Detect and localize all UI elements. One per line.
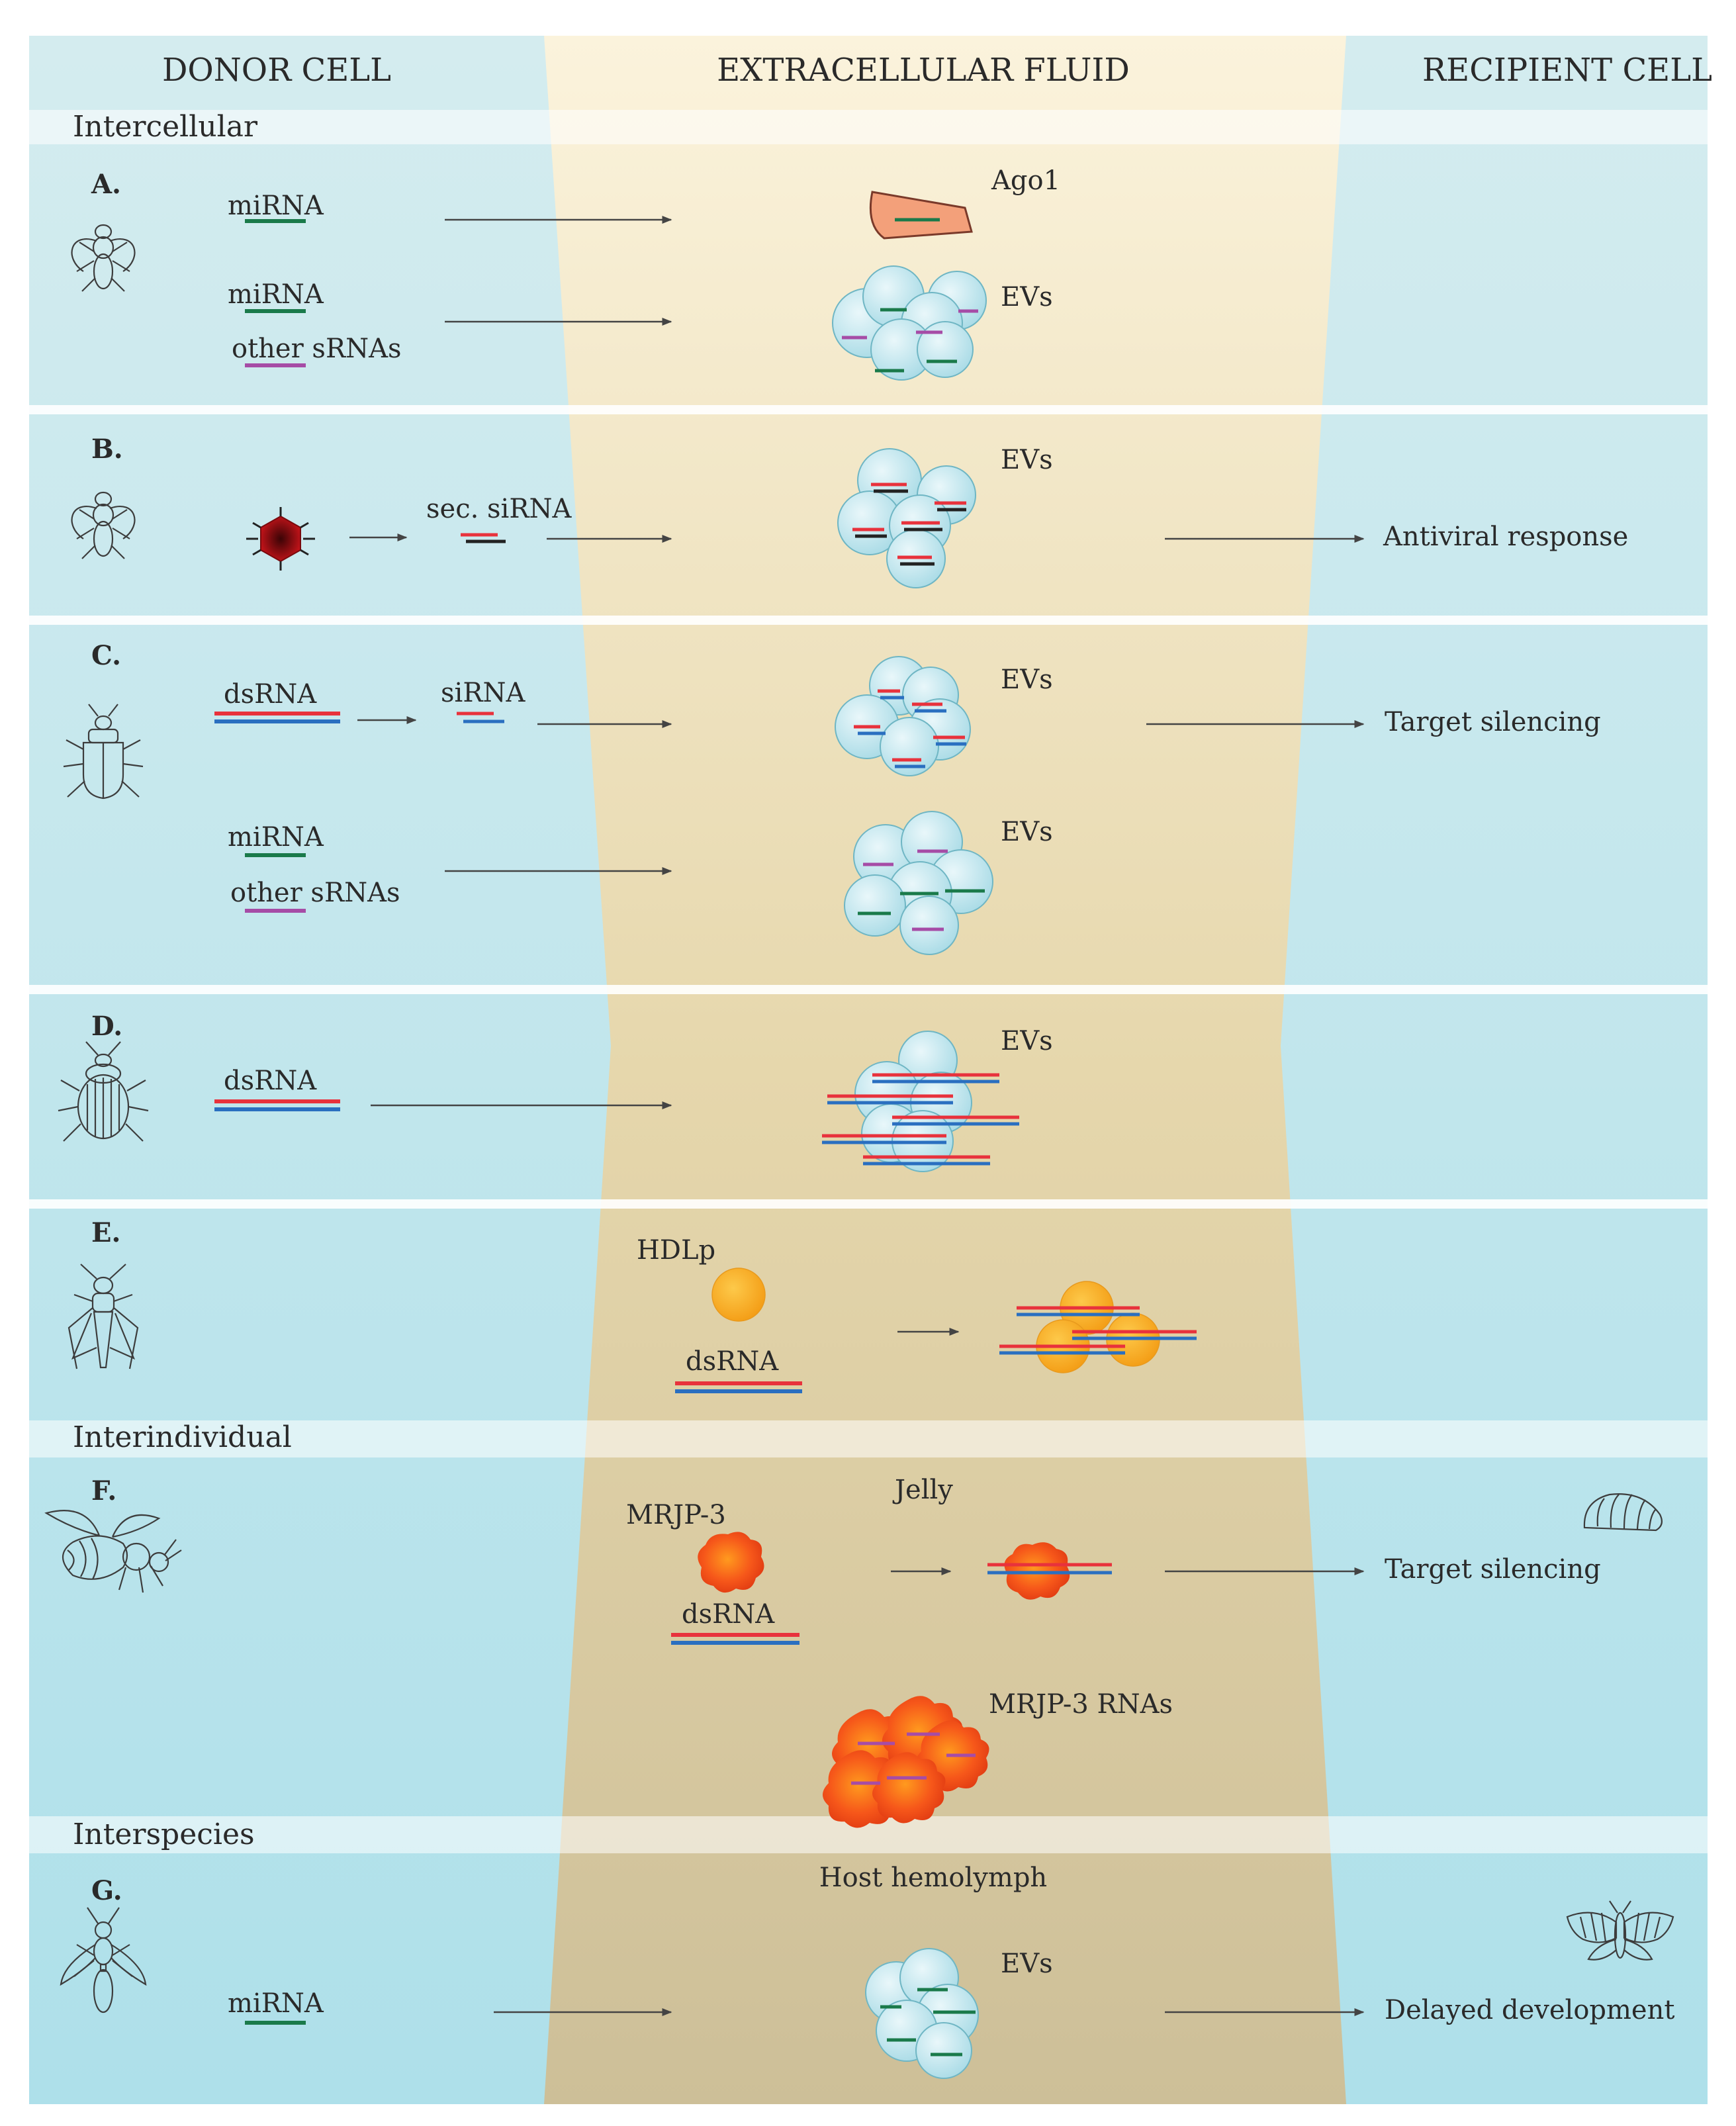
hdlp-dsrna-complex — [999, 1281, 1197, 1373]
panel-letter-f: F. — [91, 1475, 116, 1506]
dsrna-duplex — [214, 1099, 340, 1111]
panel-g-host-hemolymph-label: Host hemolymph — [819, 1863, 1047, 1893]
category-bands — [29, 110, 1708, 1853]
sec-sirna-duplex — [461, 533, 506, 543]
panel-d-evs-label: EVs — [1001, 1026, 1053, 1056]
panel-c-sirna-label: siRNA — [441, 678, 525, 708]
mrjp3-protein — [698, 1532, 764, 1593]
panel-letter-g: G. — [91, 1875, 122, 1906]
panel-f-jelly-label: Jelly — [892, 1475, 953, 1505]
panel-f-mrjp3-rnas-label: MRJP-3 RNAs — [989, 1689, 1173, 1720]
panel-c-evs-label-1: EVs — [1001, 665, 1053, 695]
panel-c-dsrna-label: dsRNA — [224, 679, 317, 710]
striped-beetle-icon — [58, 1041, 149, 1142]
honeybee-icon — [44, 1510, 182, 1593]
panel-e-hdlp-label: HDLp — [637, 1235, 715, 1266]
panel-letter-e: E. — [91, 1217, 120, 1248]
locust-icon — [68, 1264, 139, 1369]
panel-g-evs-label: EVs — [1001, 1949, 1053, 1979]
bee-larva-icon — [1583, 1493, 1663, 1532]
panel-b-sec-sirna-label: sec. siRNA — [426, 494, 572, 524]
panel-b-evs-label: EVs — [1001, 445, 1053, 475]
panel-letter-b: B. — [91, 434, 123, 465]
panel-c-outcome-label: Target silencing — [1385, 707, 1601, 737]
panel-b-outcome-label: Antiviral response — [1383, 522, 1628, 552]
header-recipient-cell: RECIPIENT CELL — [1422, 52, 1712, 89]
panel-a-ago1-label: Ago1 — [991, 165, 1060, 196]
panel-g-mirna-label: miRNA — [228, 1988, 324, 2019]
panel-e-dsrna-label: dsRNA — [686, 1346, 779, 1377]
panel-separators — [29, 405, 1708, 1209]
ev-cluster — [844, 811, 993, 955]
panel-c-mirna-label: miRNA — [228, 822, 324, 853]
fruit-fly-icon — [71, 224, 136, 292]
ev-cluster — [865, 1948, 979, 2079]
panel-letter-c: C. — [91, 640, 121, 671]
moth-icon — [1566, 1900, 1674, 1961]
panel-a-mirna-label-2: miRNA — [228, 279, 324, 310]
panel-letter-d: D. — [91, 1011, 122, 1042]
ev-cluster — [832, 265, 987, 381]
mrjp3-dsrna-complex — [987, 1542, 1112, 1600]
panel-f-outcome-label: Target silencing — [1385, 1554, 1601, 1585]
panel-f-mrjp3-label: MRJP-3 — [626, 1500, 726, 1530]
dsrna-duplex — [214, 712, 340, 723]
header-extracellular-fluid: EXTRACELLULAR FLUID — [717, 52, 1130, 89]
category-interindividual: Interindividual — [73, 1420, 292, 1454]
header-donor-cell: DONOR CELL — [162, 52, 391, 89]
ev-cluster — [837, 448, 976, 588]
dsrna-duplex — [671, 1633, 799, 1645]
beetle-icon — [63, 704, 144, 800]
mrjp3-rna-aggregate — [823, 1696, 989, 1828]
panel-d-dsrna-label: dsRNA — [224, 1066, 317, 1096]
ev-cluster-with-dsrna — [822, 1031, 1019, 1172]
category-intercellular: Intercellular — [73, 110, 258, 144]
fruit-fly-icon — [71, 491, 136, 559]
ev-cluster — [835, 656, 971, 776]
virus-icon — [246, 507, 315, 571]
panel-f-dsrna-label: dsRNA — [682, 1599, 775, 1630]
sirna-duplex — [457, 712, 504, 723]
panel-g-outcome-label: Delayed development — [1385, 1995, 1674, 2025]
ago1-protein — [869, 191, 973, 240]
panel-letter-a: A. — [91, 169, 121, 200]
category-interspecies: Interspecies — [73, 1818, 255, 1851]
panel-a-mirna-label-1: miRNA — [228, 191, 324, 221]
dsrna-duplex — [675, 1381, 802, 1393]
panel-c-evs-label-2: EVs — [1001, 817, 1053, 847]
panel-a-other-srnas-label: other sRNAs — [232, 334, 401, 364]
hdlp-particle — [711, 1268, 766, 1322]
panel-a-evs-label: EVs — [1001, 282, 1053, 312]
panel-c-other-srnas-label: other sRNAs — [230, 878, 400, 908]
parasitoid-wasp-icon — [60, 1907, 147, 2013]
